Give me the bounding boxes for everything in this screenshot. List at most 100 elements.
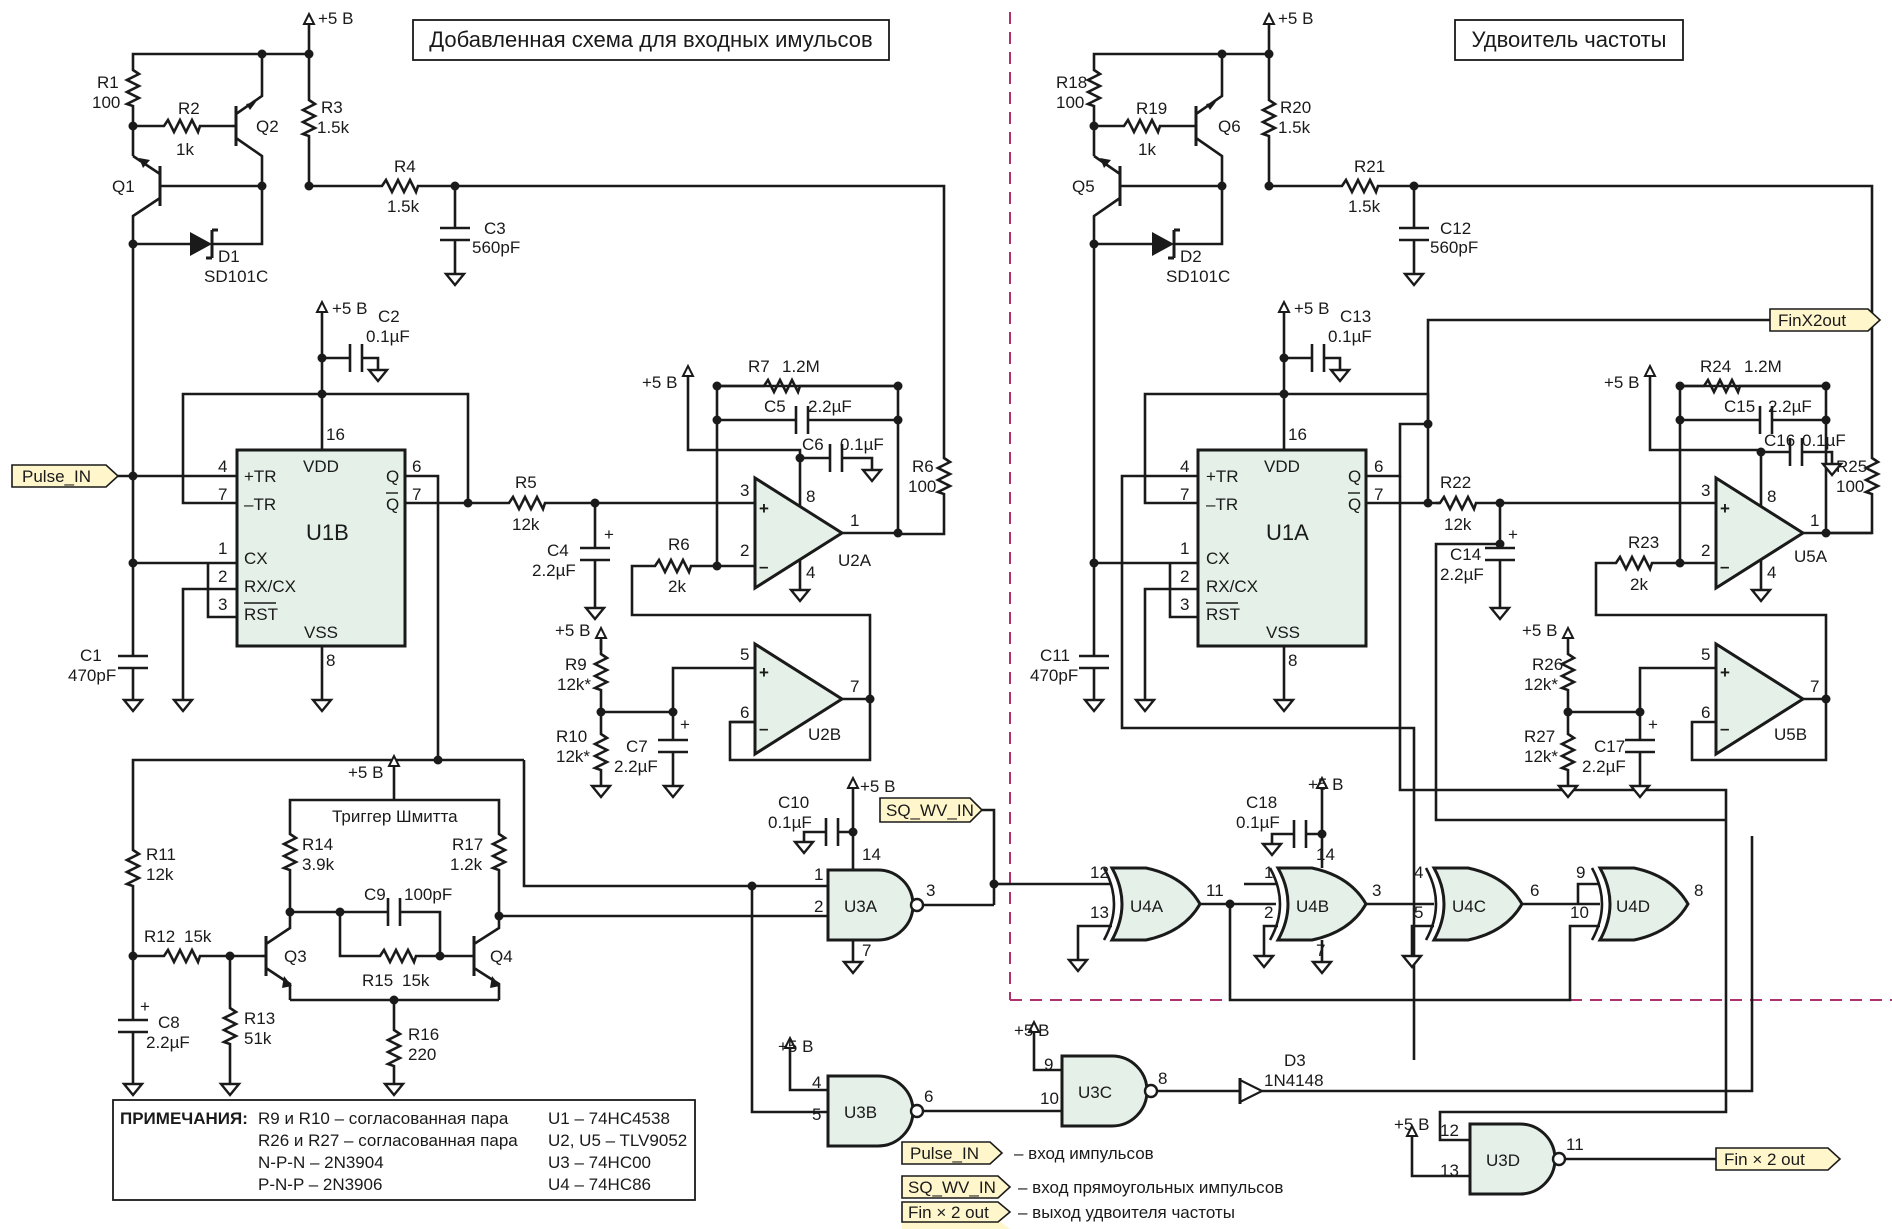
schematic-label: R10	[556, 727, 587, 746]
schematic-label: +5 В	[642, 373, 677, 392]
schematic-label: 4	[1180, 457, 1189, 476]
schematic-label: 2k	[668, 577, 686, 596]
schematic-label: U1B	[306, 520, 349, 545]
schematic-label: RX/CX	[244, 577, 296, 596]
schematic-label: 10	[1040, 1089, 1059, 1108]
schematic-label: VSS	[304, 623, 338, 642]
schematic-label: 12	[1090, 863, 1109, 882]
schematic-label: 12k	[146, 865, 174, 884]
schematic-label: 14	[862, 845, 881, 864]
schematic-label: RX/CX	[1206, 577, 1258, 596]
schematic-label: 3	[1372, 881, 1381, 900]
schematic-label: 1	[1264, 863, 1273, 882]
schematic-label: – вход прямоугольных импульсов	[1018, 1178, 1283, 1197]
schematic-label: 1.2k	[450, 855, 483, 874]
schematic-label: 2.2µF	[808, 397, 852, 416]
schematic-label: 2	[1701, 541, 1710, 560]
schematic-label: +	[1720, 663, 1730, 682]
schematic-label: U4B	[1296, 897, 1329, 916]
schematic-label: R24	[1700, 357, 1731, 376]
u2b-opamp	[753, 641, 845, 757]
schematic-label: +	[1720, 499, 1730, 518]
schematic-label: U4A	[1130, 897, 1164, 916]
schematic-label: 4	[812, 1073, 821, 1092]
schematic-label: 0.1µF	[1236, 813, 1280, 832]
schematic-label: +5 В	[778, 1037, 813, 1056]
schematic-label: +5 В	[332, 299, 367, 318]
schematic-label: C6	[802, 435, 824, 454]
schematic-label: 2.2µF	[614, 757, 658, 776]
schematic-label: U5A	[1794, 547, 1828, 566]
schematic-label: 14	[1316, 845, 1335, 864]
schematic-label: 12k*	[556, 747, 590, 766]
schematic-label: C12	[1440, 219, 1471, 238]
schematic-label: 2	[814, 897, 823, 916]
schematic-label: 7	[850, 677, 859, 696]
schematic-label: 6	[1701, 703, 1710, 722]
schematic-label: CX	[244, 549, 268, 568]
schematic-label: Q2	[256, 117, 279, 136]
schematic-label: R3	[321, 98, 343, 117]
schematic-label: 1.5k	[317, 118, 350, 137]
schematic-label: 1N4148	[1264, 1071, 1324, 1090]
schematic-label: 100	[908, 477, 936, 496]
schematic-label: D3	[1284, 1051, 1306, 1070]
schematic-label: 12k*	[1524, 675, 1558, 694]
schematic-label: –	[1720, 557, 1729, 576]
schematic-label: D1	[218, 247, 240, 266]
schematic-label: 5	[740, 645, 749, 664]
schematic-label: 5	[812, 1105, 821, 1124]
schematic-label: +5 В	[1604, 373, 1639, 392]
schematic-label: C9	[364, 885, 386, 904]
schematic-label: 8	[326, 651, 335, 670]
schematic-label: R27	[1524, 727, 1555, 746]
schematic-label: Q	[386, 467, 399, 486]
schematic-label: U2, U5 – TLV9052	[548, 1131, 687, 1150]
schematic-label: +TR	[1206, 467, 1239, 486]
schematic-label: 4	[1414, 863, 1423, 882]
schematic-label: U3D	[1486, 1151, 1520, 1170]
schematic-label: R20	[1280, 98, 1311, 117]
schematic-label: R11	[146, 845, 176, 864]
schematic-label: R18	[1056, 73, 1087, 92]
schematic-label: 11	[1566, 1135, 1584, 1154]
schematic-label: –	[759, 719, 768, 738]
schematic-label: 6	[412, 457, 421, 476]
schematic-label: 3	[218, 595, 227, 614]
schematic-label: SQ_WV_IN	[886, 801, 974, 820]
u2a-opamp	[753, 475, 845, 591]
schematic-label: 12	[1440, 1121, 1459, 1140]
schematic-label: 3	[926, 881, 935, 900]
schematic-label: 12k*	[1524, 747, 1558, 766]
schematic-label: U3 – 74HC00	[548, 1153, 651, 1172]
schematic-label: U3C	[1078, 1083, 1112, 1102]
schematic-label: 9	[1044, 1055, 1053, 1074]
schematic-label: 560pF	[472, 238, 520, 257]
schematic-label: R12	[144, 927, 175, 946]
schematic-label: 3	[1180, 595, 1189, 614]
schematic-label: –	[1720, 719, 1729, 738]
schematic-label: 3.9k	[302, 855, 335, 874]
schematic-label: 5	[1414, 903, 1423, 922]
schematic-label: SQ_WV_IN	[908, 1178, 996, 1197]
schematic-label: D2	[1180, 247, 1202, 266]
schematic-label: P-N-P – 2N3906	[258, 1175, 382, 1194]
schematic-label: 15k	[184, 927, 212, 946]
u1b-chip	[235, 448, 407, 648]
schematic-label: +	[604, 525, 614, 544]
schematic-label: 0.1µF	[768, 813, 812, 832]
schematic-label: –TR	[1206, 495, 1238, 514]
schematic-label: 1.5k	[1278, 118, 1311, 137]
schematic-label: 7	[218, 485, 227, 504]
schematic-label: +5 В	[1278, 9, 1313, 28]
schematic-label: Pulse_IN	[910, 1144, 979, 1163]
schematic-label: 7	[1374, 485, 1383, 504]
schematic-label: 0.1µF	[366, 327, 410, 346]
schematic-label: FinX2out	[1778, 311, 1846, 330]
schematic-label: –	[759, 557, 768, 576]
schematic-label: +5 В	[860, 777, 895, 796]
schematic-label: 4	[218, 457, 227, 476]
schematic-label: 220	[408, 1045, 436, 1064]
schematic-label: 9	[1576, 863, 1585, 882]
schematic-label: +	[759, 663, 769, 682]
